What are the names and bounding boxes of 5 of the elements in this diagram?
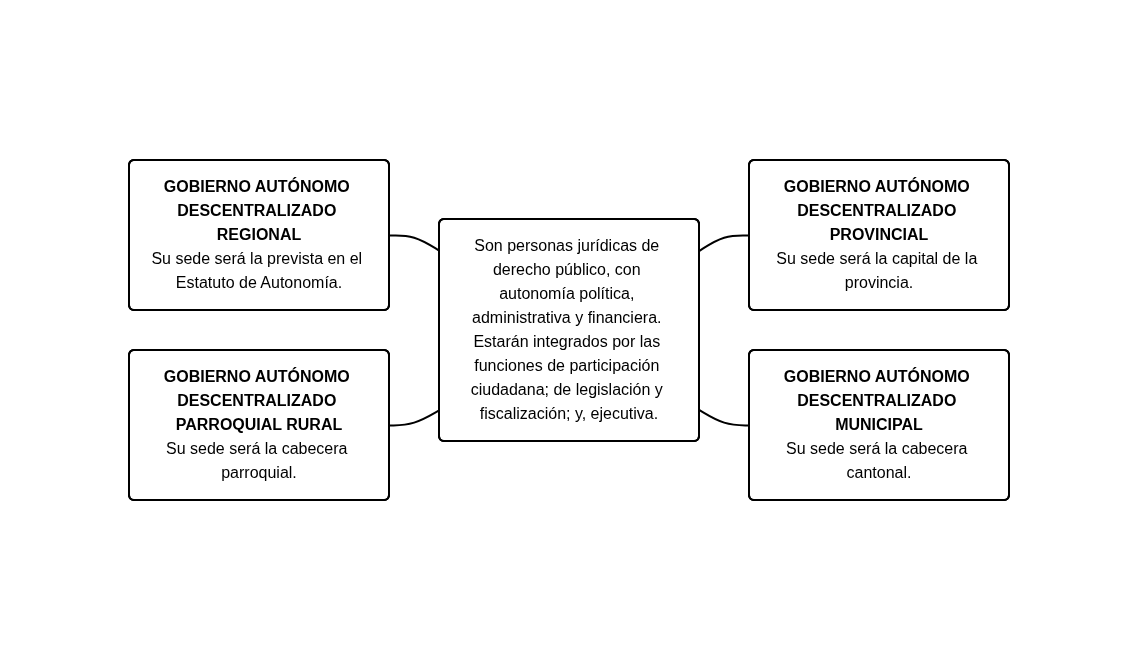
node-text: GOBIERNO AUTÓNOMO DESCENTRALIZADO MUNICIPAL Su sede será la cabecera cantonal. xyxy=(783,367,970,481)
node-text: GOBIERNO AUTÓNOMO DESCENTRALIZADO PROVINCIAL Su sede será la capital de la provincia. xyxy=(775,177,977,291)
node-text: Son personas jurídicas de derecho público, con autonomía política, administrativa y financiera. Estarán integrados por las funciones de participación ciudadana; de legislación y fiscalización; y, ejecutiva. xyxy=(470,236,663,422)
node-text: GOBIERNO AUTÓNOMO DESCENTRALIZADO PARROQUIAL RURAL Su sede será la cabecera parroquial. xyxy=(163,367,350,481)
node-text: GOBIERNO AUTÓNOMO DESCENTRALIZADO REGIONAL Su sede será la prevista en el Estatuto de Autonomía. xyxy=(150,177,362,291)
